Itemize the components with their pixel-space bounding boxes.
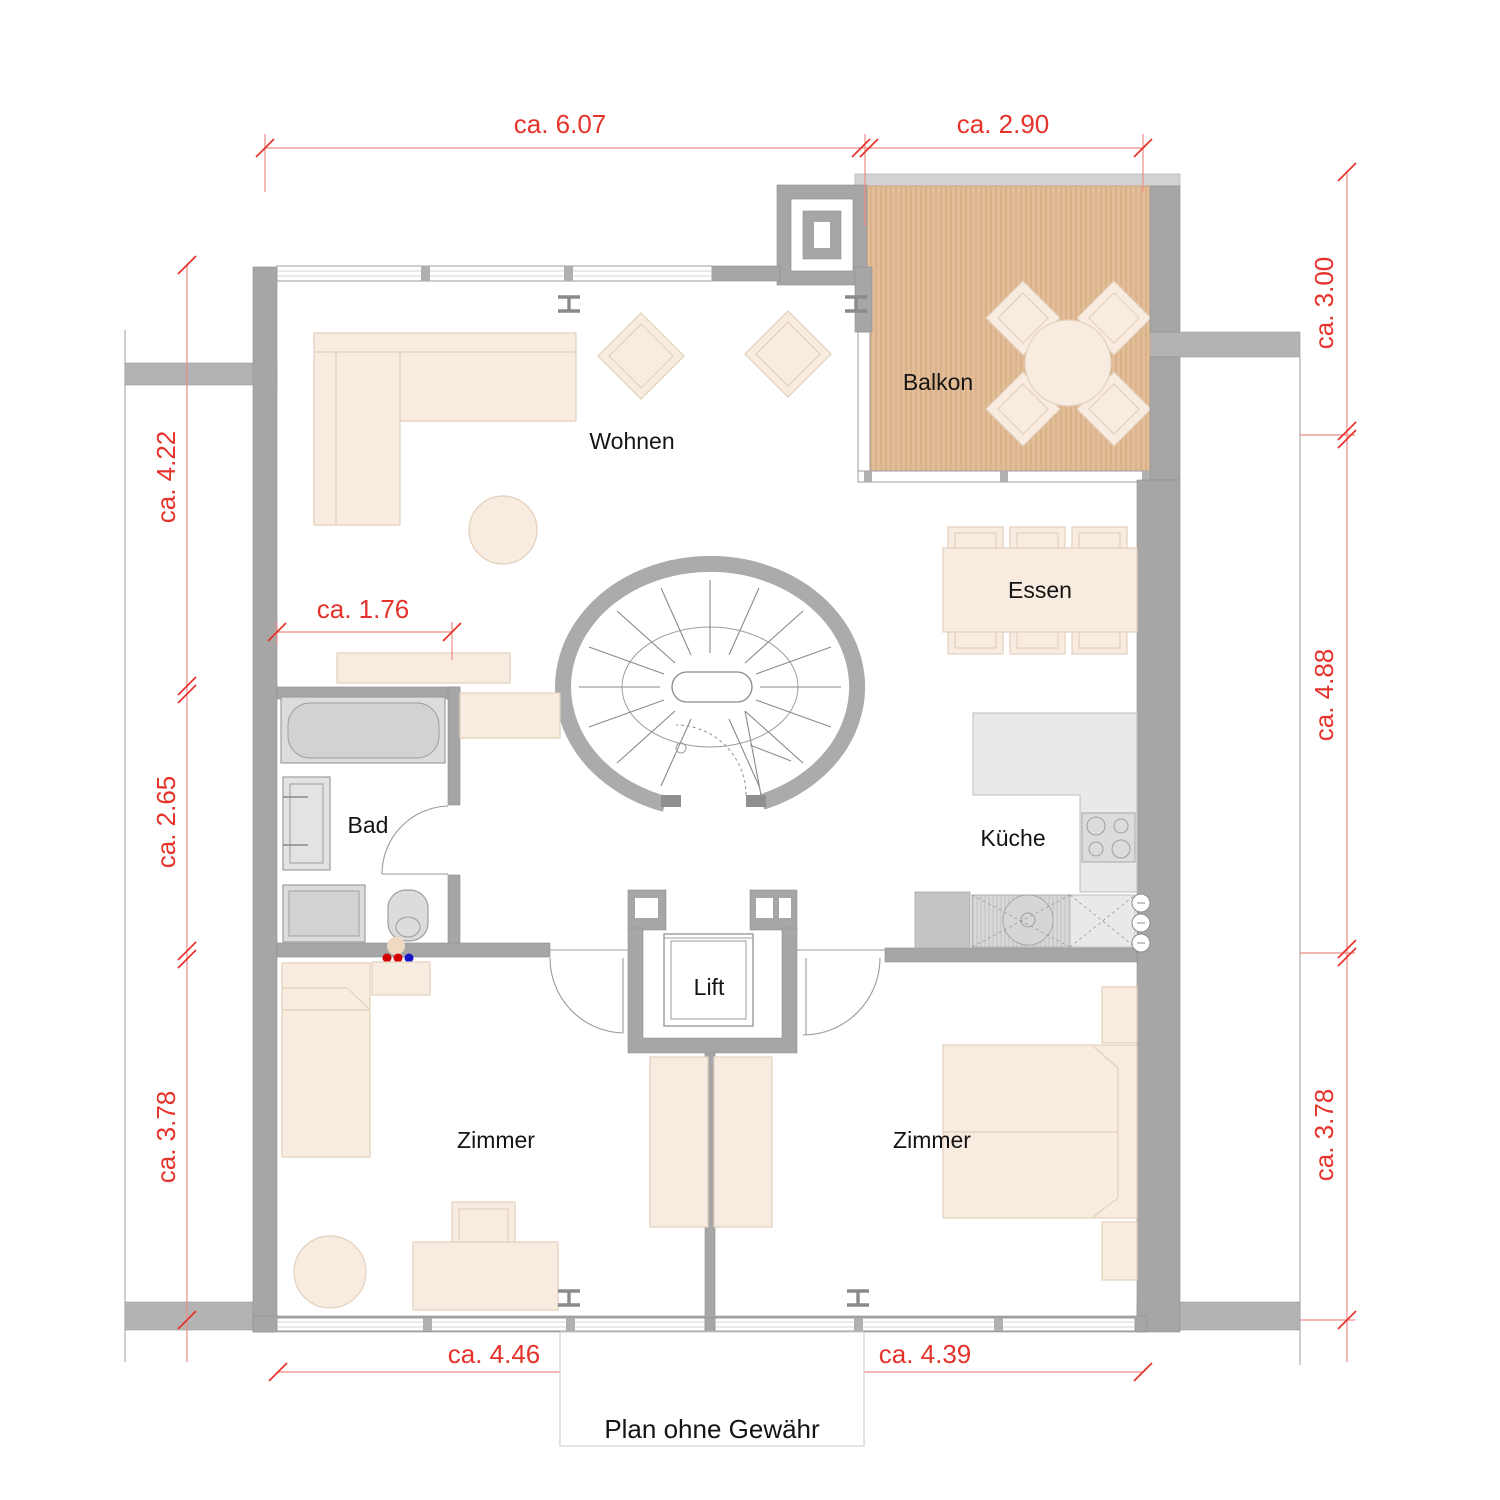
wardrobe-right	[713, 1056, 773, 1228]
hall-cabinet	[459, 692, 561, 739]
wall-top-segment	[709, 265, 781, 282]
dim-interior-sideboard: ca. 1.76	[317, 594, 410, 624]
bathroom-door	[381, 805, 449, 875]
stair-steps	[579, 580, 841, 796]
kitchen-wall-block	[914, 891, 971, 949]
room-label-zimmer-rechts: Zimmer	[893, 1127, 971, 1153]
stair-door-handle	[675, 742, 687, 754]
desk	[412, 1241, 559, 1311]
bed-single	[281, 962, 371, 1158]
cooktop	[1081, 812, 1136, 863]
nightstand-bottom	[1101, 1221, 1138, 1281]
washbasin-cabinet	[282, 776, 331, 871]
room-labels: Wohnen Balkon Essen Bad Küche Lift Zimme…	[348, 369, 1072, 1153]
stair-ring	[555, 555, 866, 812]
round-rug	[293, 1235, 367, 1309]
wall-hall-left	[276, 942, 551, 958]
bedroom-right	[713, 986, 1138, 1281]
balcony-table	[1024, 319, 1112, 407]
room-label-zimmer-links: Zimmer	[457, 1127, 535, 1153]
wall-left	[252, 266, 278, 1333]
dim-right-bottom: ca. 3.78	[1309, 1089, 1339, 1182]
balcony-side-glazing	[857, 331, 871, 481]
bedroom-right-door	[797, 949, 885, 1036]
plumbing-symbols	[1131, 893, 1151, 953]
dim-top-right: ca. 2.90	[957, 109, 1050, 139]
toilet	[387, 889, 429, 942]
wardrobe-left	[649, 1056, 709, 1228]
living-room	[313, 310, 832, 739]
wall-hall-right	[884, 947, 1138, 963]
room-label-essen: Essen	[1008, 577, 1072, 603]
armchair	[597, 310, 832, 400]
coffee-table	[468, 495, 538, 565]
dim-left-top: ca. 4.22	[151, 431, 181, 524]
dim-bottom-left: ca. 4.46	[448, 1339, 541, 1369]
chimney	[776, 184, 868, 286]
steel-beam-icon	[558, 295, 869, 1307]
room-label-lift: Lift	[694, 974, 725, 1000]
kitchen	[914, 712, 1151, 953]
room-label-balkon: Balkon	[903, 369, 973, 395]
bedroom-left	[281, 961, 709, 1311]
nightstand	[371, 961, 431, 996]
footer: Plan ohne Gewähr	[559, 1331, 865, 1447]
room-label-wohnen: Wohnen	[589, 428, 674, 454]
nightstand-top	[1101, 986, 1138, 1044]
stair-newel	[671, 671, 753, 703]
balcony-top-rail	[854, 173, 1181, 187]
lift-cabin	[663, 933, 754, 1027]
dim-top-left: ca. 6.07	[514, 109, 607, 139]
lift-shaft	[627, 927, 798, 1054]
room-label-kueche: Küche	[980, 825, 1045, 851]
dining	[942, 526, 1138, 655]
window-top	[276, 265, 713, 282]
lift	[549, 889, 885, 1054]
dim-bottom-right: ca. 4.39	[879, 1339, 972, 1369]
balcony	[854, 173, 1181, 483]
staircase	[555, 555, 866, 812]
cabinet-door-marks	[971, 894, 1136, 948]
window-bottom-right	[714, 1317, 1136, 1332]
dining-table	[942, 547, 1138, 633]
sideboard	[336, 652, 511, 684]
disclaimer-text: Plan ohne Gewähr	[604, 1414, 820, 1444]
footer-box	[559, 1331, 865, 1447]
windows	[276, 265, 1136, 1332]
bedroom-left-door	[549, 949, 628, 1034]
dimension-chains: ca. 6.07 ca. 2.90 ca. 4.46 ca. 4.39 ca. …	[151, 109, 1357, 1382]
plumbing-dots	[382, 937, 414, 963]
window-bottom-left	[276, 1317, 706, 1332]
dim-left-bottom: ca. 3.78	[151, 1091, 181, 1184]
room-label-bad: Bad	[348, 812, 389, 838]
bathtub-inner	[287, 702, 440, 759]
kitchen-sink	[1002, 894, 1054, 946]
bathroom	[280, 696, 449, 963]
dim-left-middle: ca. 2.65	[151, 776, 181, 869]
wall-balcony-right	[1149, 185, 1181, 333]
dim-right-middle: ca. 4.88	[1309, 649, 1339, 742]
desk-chair	[451, 1201, 516, 1245]
stair-door-swing	[675, 724, 747, 796]
dim-right-top: ca. 3.00	[1309, 257, 1339, 350]
